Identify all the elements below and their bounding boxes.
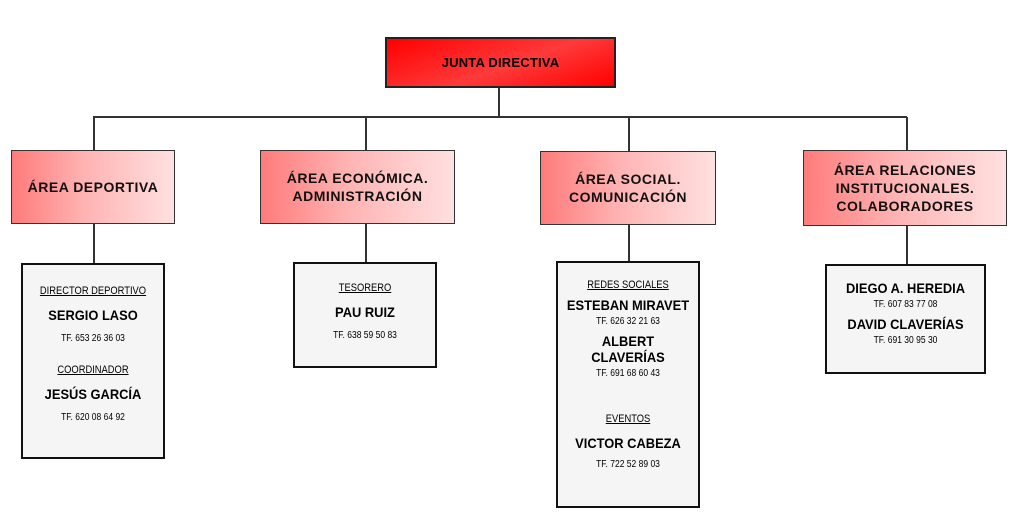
person-name: DIEGO A. HEREDIA <box>845 280 966 296</box>
person-phone: TF. 653 26 36 03 <box>61 333 125 344</box>
members-box-deportiva: DIRECTOR DEPORTIVO SERGIO LASO TF. 653 2… <box>21 263 165 459</box>
connector <box>628 225 630 261</box>
area-node-relaciones: ÁREA RELACIONES INSTITUCIONALES. COLABOR… <box>803 150 1007 226</box>
members-box-relaciones: DIEGO A. HEREDIA TF. 607 83 77 08 DAVID … <box>825 264 986 374</box>
connector <box>628 117 630 151</box>
person-phone: TF. 722 52 89 03 <box>596 459 660 470</box>
role-label: DIRECTOR DEPORTIVO <box>39 285 147 297</box>
person-phone: TF. 638 59 50 83 <box>333 330 397 341</box>
role-label: COORDINADOR <box>57 364 129 376</box>
person-name: PAU RUIZ <box>335 304 395 320</box>
area-title: ÁREA ECONÓMICA. ADMINISTRACIÓN <box>286 170 429 204</box>
members-box-economica: TESORERO PAU RUIZ TF. 638 59 50 83 <box>293 262 437 368</box>
role-label: EVENTOS <box>605 413 651 425</box>
area-node-economica: ÁREA ECONÓMICA. ADMINISTRACIÓN <box>260 150 455 224</box>
root-title: JUNTA DIRECTIVA <box>441 55 560 70</box>
area-title: ÁREA RELACIONES INSTITUCIONALES. COLABOR… <box>833 162 977 214</box>
root-node: JUNTA DIRECTIVA <box>385 37 616 88</box>
area-node-deportiva: ÁREA DEPORTIVA <box>11 150 175 224</box>
person-phone: TF. 607 83 77 08 <box>873 299 938 310</box>
person-phone: TF. 620 08 64 92 <box>61 412 125 423</box>
person-name: ESTEBAN MIRAVET <box>566 297 690 313</box>
person-name: SERGIO LASO <box>48 307 138 323</box>
person-phone: TF. 691 30 95 30 <box>873 335 938 346</box>
members-box-social: REDES SOCIALES ESTEBAN MIRAVET TF. 626 3… <box>556 261 700 508</box>
connector <box>365 117 367 150</box>
person-name: JESÚS GARCÍA <box>44 386 142 402</box>
area-node-social: ÁREA SOCIAL. COMUNICACIÓN <box>540 151 716 225</box>
role-label: REDES SOCIALES <box>587 279 669 291</box>
area-title: ÁREA DEPORTIVA <box>27 179 159 195</box>
person-name: VICTOR CABEZA <box>575 435 681 451</box>
person-phone: TF. 626 32 21 63 <box>596 316 660 327</box>
connector <box>365 224 367 262</box>
role-label: TESORERO <box>338 282 392 294</box>
connector <box>93 116 907 118</box>
person-phone: TF. 691 68 60 43 <box>596 368 660 379</box>
connector <box>93 224 95 263</box>
person-name: ALBERT CLAVERÍAS <box>591 333 665 365</box>
connector <box>93 117 95 150</box>
connector <box>906 226 908 264</box>
person-name: DAVID CLAVERÍAS <box>847 316 964 332</box>
connector <box>498 86 500 117</box>
area-title: ÁREA SOCIAL. COMUNICACIÓN <box>569 171 687 205</box>
connector <box>906 117 908 150</box>
